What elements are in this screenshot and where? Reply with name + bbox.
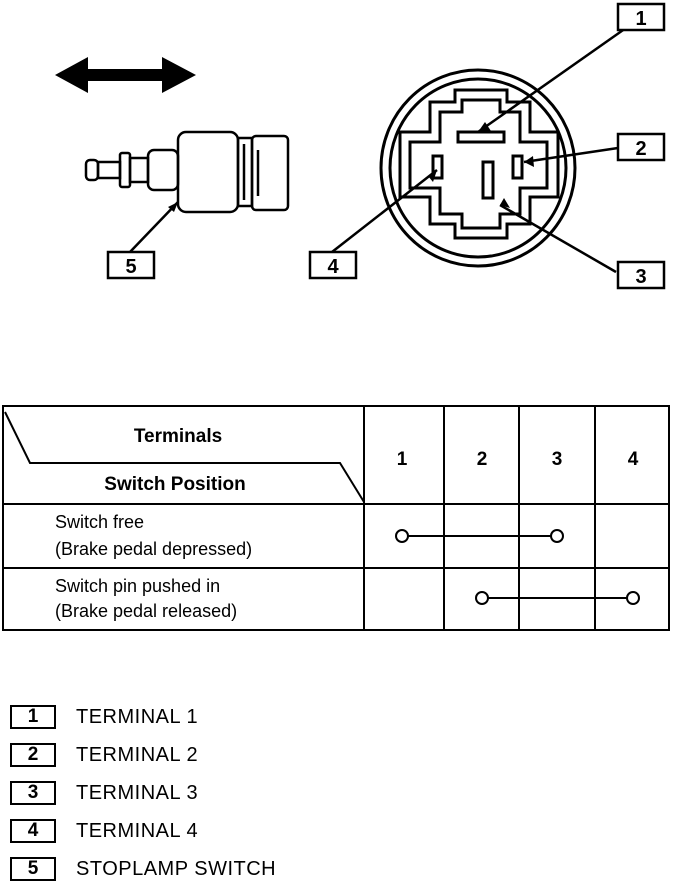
header-terminals: Terminals: [134, 426, 222, 447]
row2-label-line1: Switch pin pushed in: [55, 576, 220, 596]
callout-4: 4: [308, 250, 358, 280]
column-4: 4: [628, 449, 639, 470]
legend-item: 4 TERMINAL 4: [10, 812, 276, 850]
legend: 1 TERMINAL 1 2 TERMINAL 2 3 TERMINAL 3 4…: [10, 698, 276, 888]
continuity-table: Terminals Switch Position 1 2 3 4 Switch…: [2, 405, 670, 631]
callout-1: 1: [616, 2, 666, 32]
header-switch-position: Switch Position: [104, 474, 245, 495]
legend-number-box: 5: [10, 857, 56, 881]
row1-label-line1: Switch free: [55, 512, 144, 532]
column-3: 3: [552, 449, 563, 470]
callout-2: 2: [616, 132, 666, 162]
continuity-node: [475, 591, 489, 605]
legend-number-box: 1: [10, 705, 56, 729]
continuity-node: [550, 529, 564, 543]
legend-label: TERMINAL 4: [76, 819, 199, 842]
legend-label: STOPLAMP SWITCH: [76, 857, 277, 880]
legend-number-box: 2: [10, 743, 56, 767]
svg-text:5: 5: [125, 256, 136, 278]
continuity-marks: [395, 529, 640, 605]
svg-text:4: 4: [327, 256, 339, 278]
column-2: 2: [477, 449, 488, 470]
continuity-node: [395, 529, 409, 543]
connector-end-view: [379, 68, 577, 268]
svg-text:2: 2: [635, 138, 646, 160]
callout-5: 5: [106, 250, 156, 280]
legend-item: 1 TERMINAL 1: [10, 698, 276, 736]
leader-lines: [129, 26, 627, 274]
legend-item: 3 TERMINAL 3: [10, 774, 276, 812]
row2-label-line2: (Brake pedal released): [55, 601, 237, 621]
legend-number-box: 3: [10, 781, 56, 805]
legend-item: 2 TERMINAL 2: [10, 736, 276, 774]
row1-label-line2: (Brake pedal depressed): [55, 539, 252, 559]
continuity-node: [626, 591, 640, 605]
legend-label: TERMINAL 3: [76, 781, 199, 804]
callout-3: 3: [616, 260, 666, 290]
legend-label: TERMINAL 1: [76, 705, 199, 728]
legend-item: 5 STOPLAMP SWITCH: [10, 850, 276, 888]
svg-text:3: 3: [635, 266, 646, 288]
legend-number-box: 4: [10, 819, 56, 843]
svg-text:1: 1: [635, 8, 646, 30]
double-arrow-icon: [55, 57, 196, 93]
arrowheads: [168, 122, 534, 212]
column-1: 1: [397, 449, 408, 470]
switch-side-view: [84, 130, 290, 214]
legend-label: TERMINAL 2: [76, 743, 199, 766]
